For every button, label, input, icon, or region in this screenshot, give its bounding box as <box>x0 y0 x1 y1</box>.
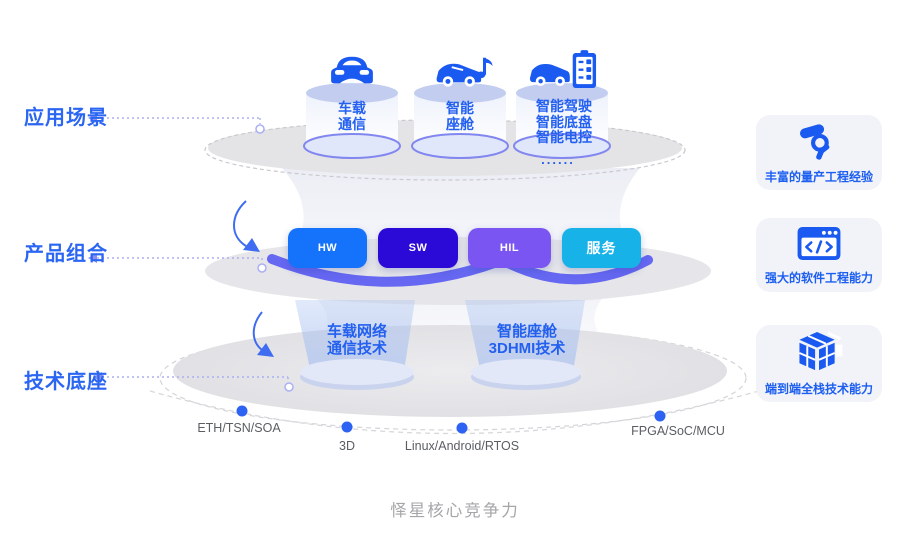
foundation-label-3d: 3D <box>339 439 355 453</box>
product-button-sw[interactable]: SW <box>378 228 458 268</box>
strength-label: 强大的软件工程能力 <box>764 270 873 285</box>
foundation-dots <box>236 405 666 434</box>
car-checklist-icon <box>529 50 597 88</box>
strength-label: 丰富的量产工程经验 <box>764 169 873 184</box>
connector-product-portfolio <box>88 253 267 273</box>
foundation-label-fpga: FPGA/SoC/MCU <box>631 424 725 438</box>
product-button-service[interactable]: 服务 <box>562 228 641 268</box>
tech-beam-left <box>295 300 415 378</box>
strength-card-software: 强大的软件工程能力 <box>756 218 882 292</box>
strength-label: 端到端全栈技术能力 <box>764 382 873 396</box>
product-arc-left <box>267 254 502 287</box>
tech-beam-right <box>465 300 585 378</box>
foundation-label-linux: Linux/Android/RTOS <box>404 439 520 453</box>
tech-platform <box>173 325 727 417</box>
tier-label-product-portfolio: 产品组合 <box>24 243 108 265</box>
beam-puck-right <box>471 359 581 390</box>
scenario-label-driving: 智能驾驶 智能底盘 智能电控 <box>536 98 592 145</box>
connector-app-scenarios <box>88 113 265 134</box>
foundation-label-eth: ETH/TSN/SOA <box>197 421 281 435</box>
code-window-icon <box>797 226 841 260</box>
connector-tech-base <box>93 372 294 392</box>
scenario-label-telematics: 车载 通信 <box>338 100 366 132</box>
beam-puck-left <box>300 359 414 390</box>
scenario-cylinder-2 <box>411 83 509 159</box>
product-button-hw[interactable]: HW <box>288 228 367 268</box>
scenario-more-dots: ...... <box>541 152 575 167</box>
flow-arrow-bottom <box>252 311 274 357</box>
tier-label-tech-base: 技术底座 <box>24 371 108 393</box>
tier-label-app-scenarios: 应用场景 <box>24 107 108 129</box>
tech-beam-label-3dhmi: 智能座舱 3DHMI技术 <box>488 323 566 357</box>
tech-beam-label-network: 车载网络 通信技术 <box>326 323 387 357</box>
strength-card-production: 丰富的量产工程经验 <box>756 115 882 190</box>
tech-platform-dashed-ring <box>159 325 747 431</box>
flow-arrow-top <box>233 200 260 252</box>
diagram-caption: 怿星核心竞争力 <box>390 502 520 520</box>
car-front-icon <box>331 56 373 84</box>
foundation-dashed-arc <box>149 388 767 435</box>
product-button-hil[interactable]: HIL <box>468 228 551 268</box>
keys-icon <box>800 123 830 160</box>
car-music-icon <box>436 57 493 87</box>
strength-card-fullstack: 端到端全栈技术能力 <box>756 325 882 402</box>
scenario-cylinder-1 <box>303 83 401 159</box>
scenario-label-cockpit: 智能 座舱 <box>446 100 474 132</box>
cube-icon <box>799 331 843 371</box>
